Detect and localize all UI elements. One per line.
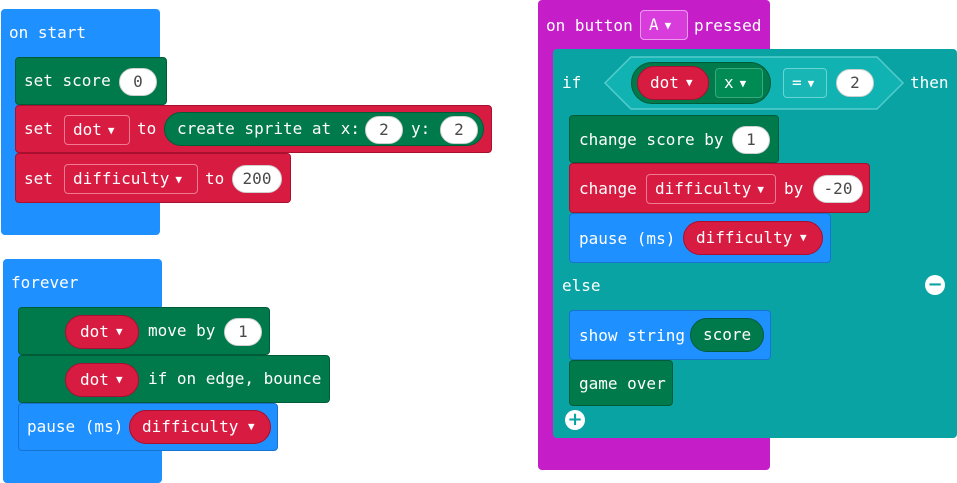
change-score-block[interactable]: change score by 1	[569, 115, 779, 163]
operator-dropdown-label: =	[792, 73, 802, 92]
caret-down-icon: ▼	[116, 325, 123, 338]
by-label: by	[784, 179, 804, 198]
caret-down-icon: ▼	[807, 77, 815, 90]
change-difficulty-block[interactable]: change difficulty ▼ by -20	[569, 163, 870, 213]
difficulty-value-input[interactable]: 200	[232, 165, 282, 193]
bounce-label: if on edge, bounce	[148, 369, 322, 388]
dot-move-block[interactable]: dot ▼ move by 1	[18, 307, 270, 355]
caret-down-icon: ▼	[175, 173, 182, 186]
score-value-input[interactable]: 0	[119, 68, 157, 96]
property-dropdown[interactable]: x▼	[715, 68, 763, 98]
set-difficulty-to-label: to	[205, 169, 225, 188]
sprite-y-label: y:	[411, 119, 431, 138]
if-label: if	[562, 73, 582, 92]
caret-down-icon: ▼	[116, 373, 123, 386]
difficulty-reporter[interactable]: difficulty ▼	[683, 221, 823, 255]
compare-value-input[interactable]: 2	[836, 69, 874, 97]
game-over-label: game over	[579, 374, 666, 393]
caret-down-icon: ▼	[248, 420, 255, 433]
button-dropdown-label: A	[649, 15, 659, 34]
dot-sprite-reporter[interactable]: dot ▼	[65, 363, 139, 397]
show-string-label: show string	[579, 326, 685, 345]
game-over-block[interactable]: game over	[569, 360, 673, 406]
set-score-block[interactable]: set score 0	[15, 57, 167, 105]
show-string-block[interactable]: show string score	[569, 310, 771, 360]
sprite-x-input[interactable]: 2	[365, 116, 403, 144]
difficulty-variable-dropdown[interactable]: difficulty ▼	[64, 164, 198, 194]
forever-pause-block[interactable]: pause (ms) difficulty ▼	[18, 403, 278, 451]
caret-down-icon: ▼	[664, 19, 672, 32]
difficulty-reporter-label: difficulty	[696, 228, 793, 247]
sprite-y-input[interactable]: 2	[440, 116, 478, 144]
pause-label: pause (ms)	[579, 229, 676, 248]
then-label: then	[910, 73, 949, 92]
dot-sprite-label: dot	[650, 73, 679, 92]
button-dropdown[interactable]: A▼	[640, 10, 688, 40]
move-by-label: move by	[148, 321, 216, 340]
difficulty-reporter[interactable]: difficulty ▼	[129, 410, 271, 444]
set-dot-set-label: set	[24, 119, 53, 138]
caret-down-icon: ▼	[800, 231, 807, 244]
on-button-label: on button	[546, 16, 633, 35]
if-pause-block[interactable]: pause (ms) difficulty ▼	[569, 213, 831, 263]
dot-variable-label: dot	[73, 120, 102, 139]
property-dropdown-label: x	[724, 73, 734, 92]
set-dot-block[interactable]: set dot ▼ to create sprite at x: 2 y: 2	[15, 105, 492, 153]
set-dot-to-label: to	[137, 119, 157, 138]
set-difficulty-block[interactable]: set difficulty ▼ to 200	[15, 153, 291, 203]
plus-circle-icon[interactable]: +	[565, 410, 585, 430]
caret-down-icon: ▼	[686, 76, 693, 89]
dot-sprite-reporter[interactable]: dot ▼	[65, 315, 139, 349]
move-by-input[interactable]: 1	[224, 318, 262, 346]
set-difficulty-set-label: set	[24, 169, 53, 188]
minus-circle-icon[interactable]: −	[925, 275, 945, 295]
change-label: change	[579, 179, 637, 198]
set-score-label: set score	[24, 71, 111, 90]
dot-sprite-label: dot	[80, 370, 109, 389]
create-sprite-block[interactable]: create sprite at x: 2 y: 2	[164, 112, 484, 146]
score-reporter-label: score	[703, 325, 752, 344]
else-label: else	[562, 276, 601, 295]
difficulty-variable-label: difficulty	[655, 179, 752, 198]
change-score-label: change score by	[579, 130, 724, 149]
score-reporter[interactable]: score	[690, 318, 764, 352]
dot-bounce-block[interactable]: dot ▼ if on edge, bounce	[18, 355, 330, 403]
difficulty-variable-label: difficulty	[73, 169, 170, 188]
caret-down-icon: ▼	[739, 77, 747, 90]
dot-sprite-label: dot	[80, 322, 109, 341]
create-sprite-label: create sprite at x:	[177, 119, 361, 138]
dot-variable-dropdown[interactable]: dot ▼	[64, 115, 130, 145]
operator-dropdown[interactable]: =▼	[783, 68, 827, 98]
caret-down-icon: ▼	[107, 124, 115, 137]
pressed-label: pressed	[694, 16, 762, 35]
pause-label: pause (ms)	[27, 417, 124, 436]
forever-label: forever	[11, 273, 79, 292]
caret-down-icon: ▼	[757, 183, 764, 196]
change-score-input[interactable]: 1	[732, 126, 770, 154]
change-difficulty-input[interactable]: -20	[813, 175, 863, 203]
dot-sprite-reporter[interactable]: dot ▼	[637, 66, 709, 100]
on-start-label: on start	[9, 23, 87, 42]
difficulty-reporter-label: difficulty	[142, 417, 239, 436]
difficulty-variable-dropdown[interactable]: difficulty ▼	[646, 174, 776, 204]
